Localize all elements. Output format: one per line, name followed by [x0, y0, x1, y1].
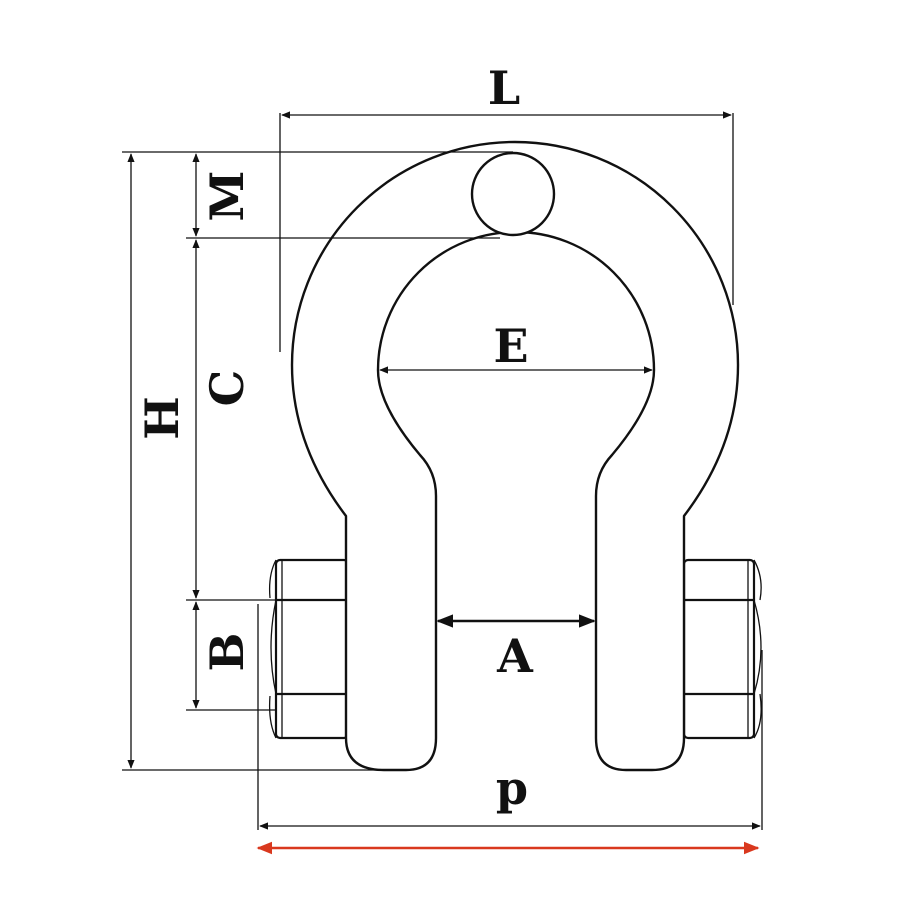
shackle-body [290, 140, 740, 772]
dimension-M [186, 151, 513, 239]
dimension-p [257, 650, 763, 830]
right-nut [682, 558, 762, 740]
label-H: H [135, 396, 189, 439]
label-E: E [493, 319, 528, 373]
label-C: C [200, 370, 254, 407]
label-A: A [496, 629, 534, 683]
label-p: p [496, 761, 528, 815]
label-L: L [488, 61, 520, 115]
dimension-H [122, 151, 384, 771]
label-B: B [200, 633, 254, 672]
label-M: M [200, 171, 254, 222]
dimension-B [186, 601, 276, 711]
shackle-pin-section [470, 151, 556, 237]
dimension-L [279, 111, 734, 352]
left-nut [268, 558, 350, 740]
dimension-C [186, 239, 276, 601]
